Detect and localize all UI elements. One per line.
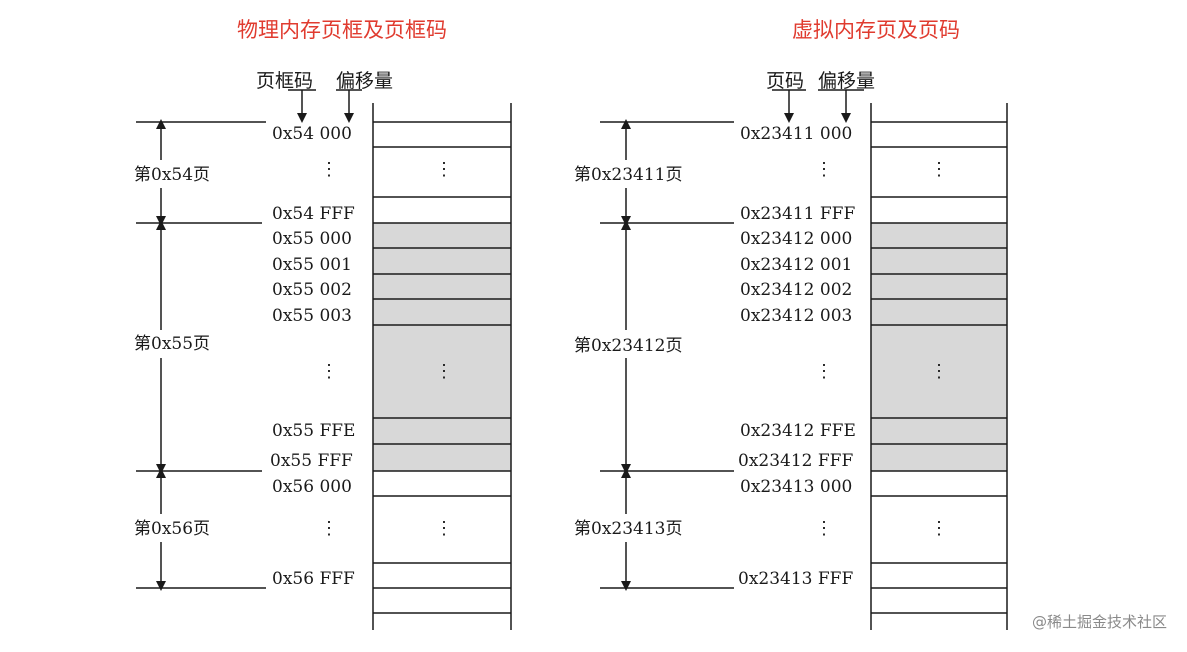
left-addr-55-002: 0x55 002 <box>272 280 352 300</box>
left-page-label-55: 第0x55页 <box>134 332 211 356</box>
left-addr-56-fff: 0x56 FFF <box>272 569 355 589</box>
right-memory-column <box>870 103 1008 630</box>
right-addr-12-ffe: 0x23412 FFE <box>740 421 856 441</box>
right-addr-13-fff: 0x23413 FFF <box>738 569 854 589</box>
right-addr-ellipsis-2: ⋮ <box>815 361 833 382</box>
right-page-label-23413: 第0x23413页 <box>574 517 683 541</box>
left-memory-column <box>372 103 512 630</box>
offset-header-right: 偏移量 <box>818 70 876 92</box>
page-number-header: 页码 <box>766 70 805 92</box>
right-addr-12-001: 0x23412 001 <box>740 255 853 275</box>
right-addr-12-000: 0x23412 000 <box>740 229 853 249</box>
left-addr-55-ffe: 0x55 FFE <box>272 421 356 441</box>
left-addr-ellipsis-1: ⋮ <box>320 159 338 180</box>
frame-number-header: 页框码 <box>256 70 314 92</box>
right-cell-ellipsis-3: ⋮ <box>930 518 948 539</box>
virtual-memory-title: 虚拟内存页及页码 <box>792 18 960 42</box>
left-page-label-54: 第0x54页 <box>134 163 211 187</box>
right-header-arrows <box>772 89 864 123</box>
left-page-55-shade <box>373 223 511 471</box>
physical-memory-title: 物理内存页框及页框码 <box>237 18 447 42</box>
watermark: @稀土掘金技术社区 <box>1031 613 1167 631</box>
left-addr-55-fff: 0x55 FFF <box>270 451 353 471</box>
left-addr-55-003: 0x55 003 <box>272 306 352 326</box>
left-addr-ellipsis-2: ⋮ <box>320 361 338 382</box>
left-addr-54-000: 0x54 000 <box>272 124 352 144</box>
left-addr-55-001: 0x55 001 <box>272 255 352 275</box>
right-addr-11-000: 0x23411 000 <box>740 124 853 144</box>
right-addr-11-fff: 0x23411 FFF <box>740 204 856 224</box>
right-cell-ellipsis-1: ⋮ <box>930 159 948 180</box>
right-addr-ellipsis-1: ⋮ <box>815 159 833 180</box>
left-header-arrows <box>288 89 362 123</box>
left-cell-ellipsis-2: ⋮ <box>435 361 453 382</box>
right-addr-ellipsis-3: ⋮ <box>815 518 833 539</box>
left-addr-56-000: 0x56 000 <box>272 477 352 497</box>
right-addr-12-003: 0x23412 003 <box>740 306 853 326</box>
left-cell-ellipsis-1: ⋮ <box>435 159 453 180</box>
left-cell-ellipsis-3: ⋮ <box>435 518 453 539</box>
left-addr-55-000: 0x55 000 <box>272 229 352 249</box>
left-addr-ellipsis-3: ⋮ <box>320 518 338 539</box>
left-page-label-56: 第0x56页 <box>134 517 211 541</box>
right-page-label-23412: 第0x23412页 <box>574 334 683 358</box>
right-page-23412-shade <box>871 223 1007 471</box>
right-addr-13-000: 0x23413 000 <box>740 477 853 497</box>
offset-header-left: 偏移量 <box>336 70 394 92</box>
right-addr-12-fff: 0x23412 FFF <box>738 451 854 471</box>
left-addr-54-fff: 0x54 FFF <box>272 204 355 224</box>
right-addr-12-002: 0x23412 002 <box>740 280 853 300</box>
right-page-label-23411: 第0x23411页 <box>574 163 683 187</box>
right-cell-ellipsis-2: ⋮ <box>930 361 948 382</box>
